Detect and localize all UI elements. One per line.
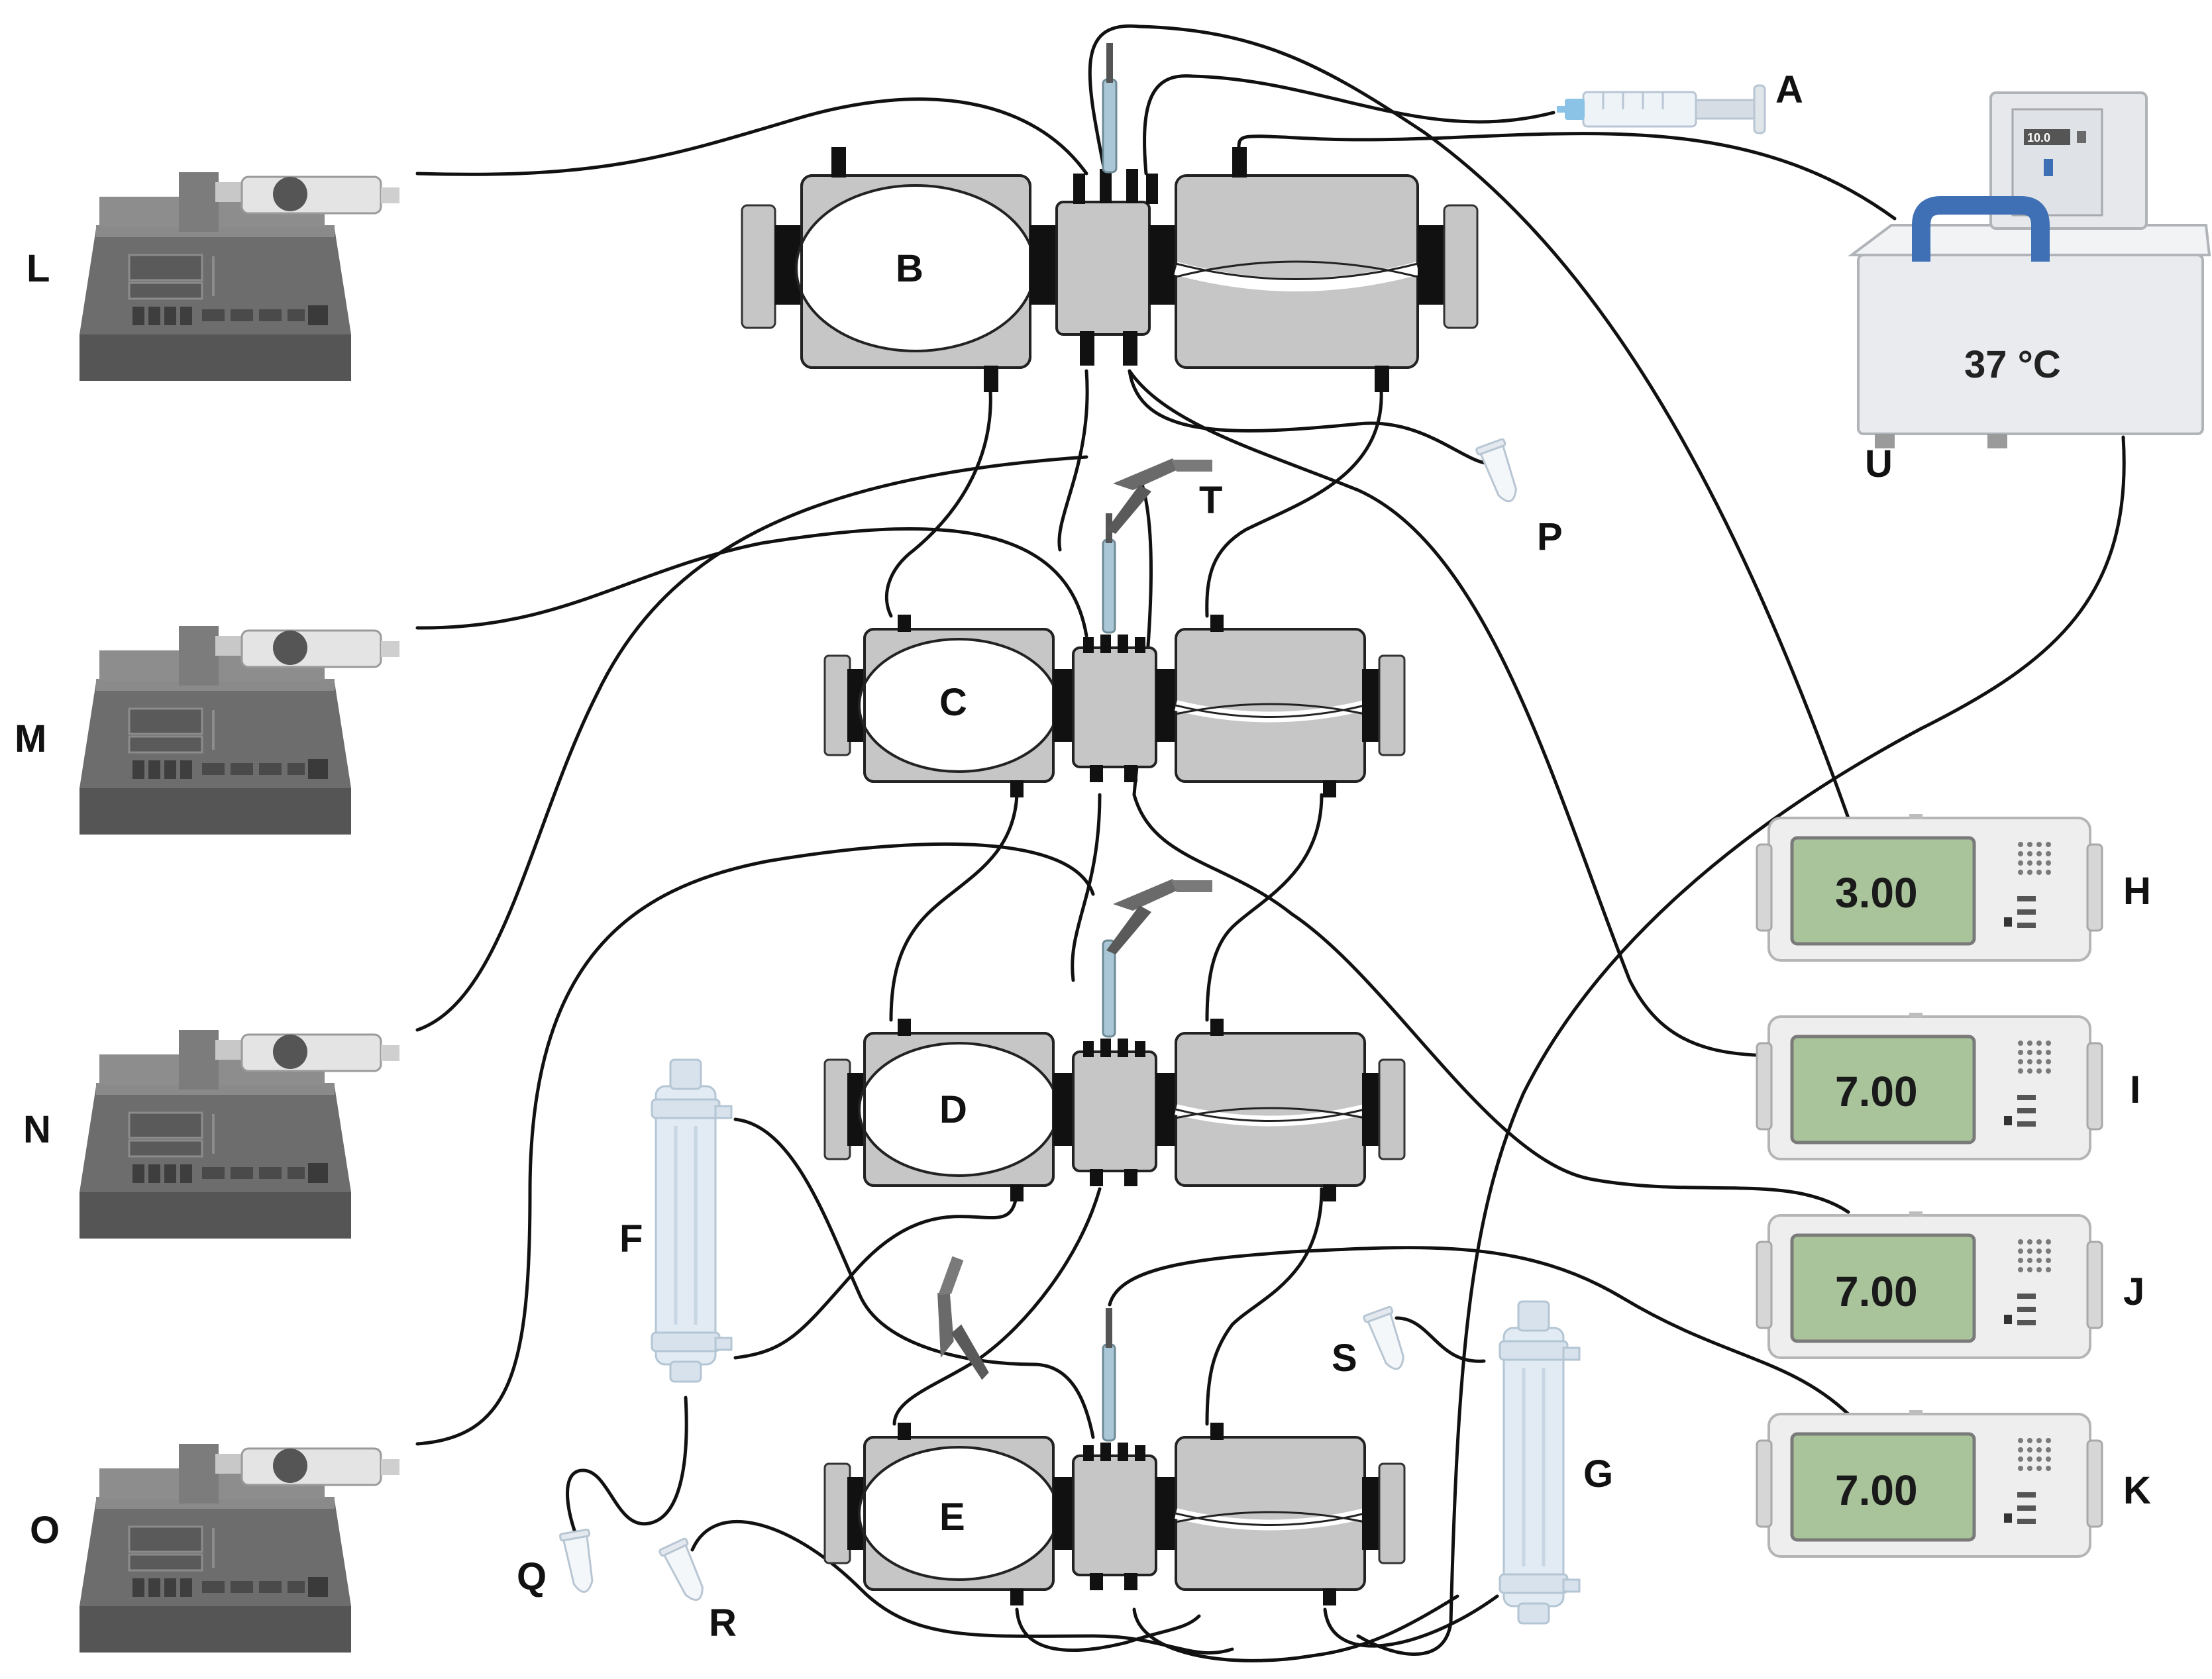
filter-column-icon <box>1500 1301 1579 1623</box>
tube-B-right-to-C <box>1205 389 1383 618</box>
label-U: U <box>1865 442 1893 485</box>
meter-K: 7.00 K <box>1757 1410 2151 1556</box>
tube-B-to-U <box>1237 132 1897 221</box>
tube-F-to-Q <box>566 1396 688 1545</box>
tube-C-to-D-left <box>889 793 1019 1022</box>
tube-E-left-bottom <box>1015 1607 1201 1652</box>
syringe-pump-L: L <box>26 171 401 382</box>
chamber-unit-E: E <box>825 1308 1404 1605</box>
tube-D-right-to-E <box>1205 1187 1324 1426</box>
tube-S-to-G <box>1395 1316 1486 1363</box>
tube-E-center-bottom <box>1132 1594 1459 1662</box>
tube-R: R <box>658 1537 737 1645</box>
tube-M-to-C <box>415 527 1088 638</box>
label-O: O <box>30 1509 60 1552</box>
meter-J-value: 7.00 <box>1835 1268 1918 1315</box>
tube-C-to-J <box>1132 793 1850 1214</box>
label-K: K <box>2123 1469 2151 1512</box>
meter-J: 7.00 J <box>1757 1211 2144 1358</box>
tube-P: P <box>1475 437 1563 558</box>
tube-icon <box>558 1528 600 1596</box>
filter-column-G: G <box>1500 1301 1613 1623</box>
label-F: F <box>619 1217 643 1260</box>
label-P: P <box>1537 515 1563 558</box>
tube-E-to-G <box>1323 1594 1499 1648</box>
syringe-icon <box>1555 84 1766 134</box>
chamber-unit-C: C <box>825 513 1404 797</box>
tube-B-to-I <box>1128 369 1850 1058</box>
label-L: L <box>26 247 50 290</box>
tube-S: S <box>1332 1305 1413 1380</box>
tubing-network <box>415 24 2126 1662</box>
syringe-pump-icon <box>78 1443 401 1654</box>
clamp-icon <box>1106 458 1212 534</box>
tube-icon <box>1362 1305 1413 1375</box>
label-N: N <box>23 1108 51 1151</box>
label-J: J <box>2123 1270 2144 1313</box>
label-B: B <box>896 247 923 290</box>
label-A: A <box>1775 68 1803 111</box>
tube-D-center-to-E <box>892 1187 1102 1426</box>
tube-F-to-E-clamp <box>733 1117 1095 1439</box>
label-R: R <box>709 1602 737 1645</box>
label-E: E <box>939 1496 965 1539</box>
meter-icon <box>1757 814 2102 960</box>
meter-icon <box>1757 1013 2102 1159</box>
filter-column-icon <box>652 1060 731 1382</box>
tube-L-to-B <box>415 97 1088 176</box>
label-Q: Q <box>517 1555 547 1598</box>
chamber-unit-B: B <box>741 43 1479 392</box>
tube-C-right-to-D <box>1205 793 1324 1022</box>
bath-temperature: 37 °C <box>1964 343 2061 386</box>
filter-column-F: F <box>619 1060 731 1382</box>
syringe-pump-N: N <box>23 1029 401 1240</box>
tube-U-to-G <box>1356 435 2126 1656</box>
chamber-icon <box>825 1423 1404 1605</box>
bath-display: 10.0 <box>2027 131 2050 144</box>
meter-H-value: 3.00 <box>1835 869 1918 917</box>
tube-B-to-A <box>1143 74 1555 176</box>
tube-D-left-to-F <box>733 1187 1019 1360</box>
chamber-icon <box>825 615 1404 797</box>
tube-C-center-to-D <box>1071 793 1102 982</box>
label-T: T <box>1199 479 1222 522</box>
meter-H: 3.00 H <box>1757 814 2151 960</box>
tube-N-to-C <box>415 455 1088 1032</box>
meter-icon <box>1757 1410 2102 1556</box>
tube-Q: Q <box>517 1528 600 1598</box>
tube-B-center-to-P <box>1128 369 1493 466</box>
tube-O-to-D <box>415 842 1095 1446</box>
label-D: D <box>939 1088 967 1131</box>
clamps-T: T <box>914 458 1222 1382</box>
tube-B-left-to-C <box>885 389 992 618</box>
label-C: C <box>939 681 967 724</box>
meter-I-value: 7.00 <box>1835 1068 1918 1115</box>
chamber-icon <box>825 1019 1404 1201</box>
syringe-pump-icon <box>78 1029 401 1240</box>
tube-B-center-down <box>1057 369 1089 552</box>
syringe-A: A <box>1555 68 1803 134</box>
syringe-pump-icon <box>78 625 401 836</box>
clamp-icon <box>1106 879 1212 954</box>
label-I: I <box>2130 1068 2140 1111</box>
water-bath-U: 10.0 37 °C U <box>1848 91 2211 485</box>
chamber-unit-D: D <box>825 939 1404 1201</box>
syringe-pump-icon <box>78 171 401 382</box>
label-H: H <box>2123 870 2151 913</box>
tube-icon <box>1475 437 1526 507</box>
label-G: G <box>1583 1452 1613 1496</box>
meter-K-value: 7.00 <box>1835 1466 1918 1514</box>
syringe-pump-O: O <box>30 1443 401 1654</box>
tube-E-to-K <box>1108 1246 1850 1416</box>
label-M: M <box>15 717 46 760</box>
tube-icon <box>658 1537 713 1607</box>
syringe-pump-M: M <box>15 625 401 836</box>
meter-icon <box>1757 1211 2102 1358</box>
label-S: S <box>1332 1337 1357 1380</box>
meter-I: 7.00 I <box>1757 1013 2140 1159</box>
